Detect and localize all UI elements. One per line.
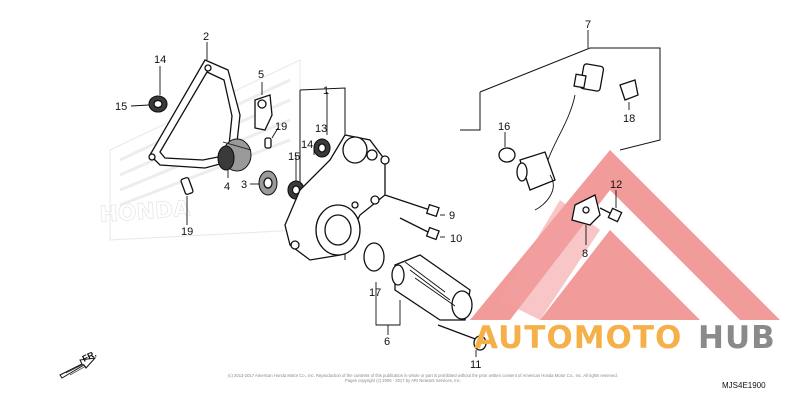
- motor-housing: [284, 134, 390, 261]
- bolt-12: [599, 207, 623, 223]
- bolt-9: [384, 194, 440, 218]
- copyright-line-1: (c) 2013-2017 American Honda Motor Co., …: [228, 373, 618, 378]
- callout-6: 6: [384, 336, 390, 348]
- callout-15-right: 15: [288, 151, 300, 163]
- gear-4: [217, 138, 252, 172]
- gasket: [148, 59, 241, 169]
- stay-8: [571, 194, 601, 226]
- o-ring-16: [498, 147, 516, 163]
- o-ring-17: [363, 242, 385, 272]
- callout-9: 9: [449, 210, 455, 222]
- watermark-logo: [470, 150, 780, 320]
- callout-14-left: 14: [154, 54, 166, 66]
- front-label: FR.: [81, 349, 98, 364]
- callout-1: 1: [323, 85, 329, 97]
- front-direction-indicator: FR.: [59, 349, 98, 379]
- shift-arm: [254, 94, 273, 131]
- callout-19-left: 19: [181, 226, 193, 238]
- callout-12: 12: [610, 179, 622, 191]
- watermark-text-primary: AUTOMOTO: [474, 320, 682, 356]
- angle-sensor: [516, 63, 605, 211]
- callout-11: 11: [470, 359, 481, 371]
- watermark-text-secondary: HUB: [698, 320, 776, 356]
- gear-3: [258, 170, 278, 196]
- callout-3: 3: [241, 179, 247, 191]
- watermark-wordmark: AUTOMOTO HUB: [474, 320, 776, 356]
- svg-text:HONDA: HONDA: [99, 197, 191, 228]
- callout-19-right: 19: [275, 121, 287, 133]
- clip-18: [619, 79, 639, 101]
- bearing-upper-left: [148, 95, 168, 113]
- dowel-pin-19-right: [264, 137, 272, 149]
- assembly-frame-7: [460, 47, 661, 151]
- callout-10: 10: [450, 233, 462, 245]
- callout-8: 8: [582, 248, 588, 260]
- callout-17: 17: [369, 287, 381, 299]
- callout-16: 16: [498, 121, 510, 133]
- dowel-pin-19-left: [180, 177, 194, 195]
- callout-7: 7: [585, 19, 591, 31]
- bolt-11: [437, 324, 487, 351]
- shift-motor: [391, 254, 473, 321]
- callout-14-right: 14: [301, 139, 313, 151]
- copyright-line-2: Pages copyright (c) 2006 - 2017 by ARI N…: [345, 378, 461, 383]
- callout-2: 2: [203, 31, 209, 43]
- bearing-14-right: [313, 138, 331, 158]
- bolt-10: [399, 217, 440, 241]
- callout-labels: 1 2 3 4 5 6 7 8 9 10 11 12 13 14 15 15 1…: [115, 19, 635, 371]
- front-arrow-icon: [59, 357, 97, 379]
- callout-18: 18: [623, 113, 635, 125]
- callout-15-left: 15: [115, 101, 127, 113]
- callout-13: 13: [315, 123, 327, 135]
- diagram-code: MJS4E1900: [722, 381, 766, 390]
- callout-5: 5: [258, 69, 264, 81]
- callout-4: 4: [224, 181, 230, 193]
- leader-lines: [130, 30, 630, 357]
